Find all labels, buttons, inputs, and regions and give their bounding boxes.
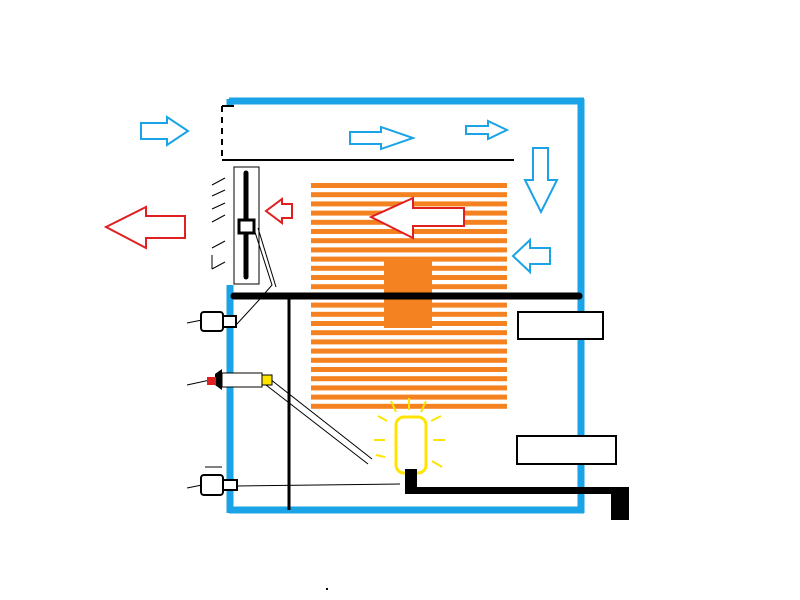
fin-stripe [311, 339, 507, 345]
heat-lamp [374, 398, 445, 475]
upper-sensor [200, 311, 237, 332]
fin-stripe [311, 183, 507, 188]
hot-exhaust-arrow-small [264, 197, 293, 225]
fin-stripe [311, 238, 507, 244]
upper-panel [517, 311, 604, 340]
hot-exhaust-arrow-outer [103, 205, 186, 250]
drain-pipe [405, 469, 629, 520]
lower-sensor [200, 474, 238, 496]
return-flow-arrow [511, 237, 551, 275]
duct-flow-arrow-2 [465, 119, 510, 141]
air-intake-duct [221, 105, 514, 161]
wiring [186, 227, 401, 489]
fin-stripe [311, 330, 507, 336]
downflow-arrow [523, 147, 559, 215]
fin-stripe [311, 367, 507, 372]
lower-panel [516, 435, 617, 465]
fin-stripe [311, 385, 507, 391]
fin-stripe [311, 357, 507, 363]
fin-stripe [311, 376, 507, 382]
fin-stripe [311, 247, 507, 253]
exhaust-fan [211, 166, 260, 285]
fin-stripe [311, 192, 507, 198]
stray-mark [326, 588, 328, 590]
fin-stripe [311, 348, 507, 354]
fin-stripe [311, 394, 507, 400]
middle-sensor [207, 369, 273, 390]
hot-exhaust-arrow-inner [368, 196, 465, 240]
inflow-arrow [140, 115, 190, 147]
duct-flow-arrow-1 [349, 125, 417, 151]
